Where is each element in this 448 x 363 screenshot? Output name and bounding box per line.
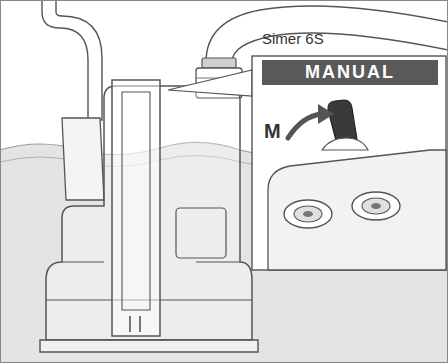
- float: [62, 118, 104, 200]
- mode-label: MANUAL: [305, 62, 395, 83]
- inset-body: [268, 150, 446, 270]
- motor-vent: [176, 208, 226, 258]
- manual-arrow: [288, 114, 322, 138]
- discharge-hose: [206, 6, 447, 62]
- model-name: Simer 6S: [262, 30, 324, 47]
- port: [284, 200, 332, 228]
- inset-panel: [252, 56, 446, 270]
- pump-handle: [112, 80, 160, 336]
- mode-band: MANUAL: [262, 60, 438, 85]
- switch-lever-base: [322, 138, 368, 150]
- mode-letter: M: [264, 120, 281, 143]
- switch-pointer: [168, 70, 252, 96]
- port: [352, 192, 400, 220]
- pump-base: [40, 340, 258, 352]
- hose-clamp: [202, 58, 236, 68]
- float-hose: [42, 1, 102, 120]
